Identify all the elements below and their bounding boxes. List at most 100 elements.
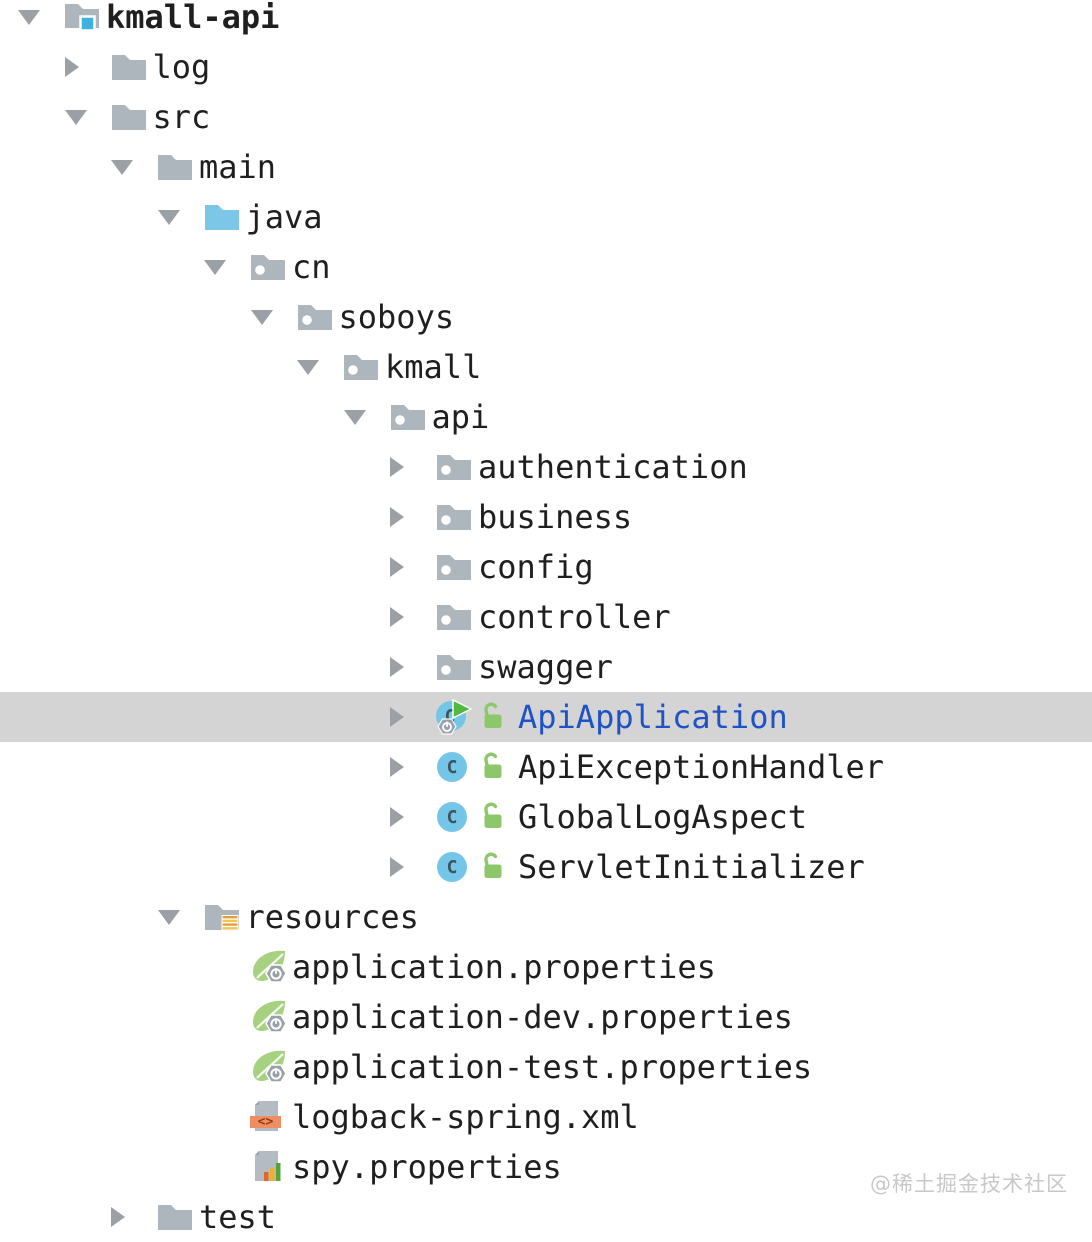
tree-item-label: spy.properties bbox=[292, 1148, 562, 1186]
tree-item-label: ServletInitializer bbox=[518, 848, 865, 886]
chevron-right-icon[interactable] bbox=[390, 607, 435, 627]
tree-row-kmall[interactable]: kmall bbox=[0, 342, 1092, 392]
tree-row-test[interactable]: test bbox=[0, 1192, 1092, 1242]
chevron-right-icon[interactable] bbox=[390, 757, 435, 777]
chevron-down-icon[interactable] bbox=[18, 10, 63, 25]
tree-item-label: resources bbox=[245, 898, 419, 936]
chevron-down-icon[interactable] bbox=[158, 910, 203, 925]
boot-class-icon: C bbox=[435, 698, 478, 736]
package-icon bbox=[435, 602, 478, 633]
chevron-right-icon[interactable] bbox=[390, 557, 435, 577]
tree-item-label: controller bbox=[478, 598, 671, 636]
tree-item-label: main bbox=[199, 148, 277, 186]
chevron-down-icon[interactable] bbox=[204, 260, 249, 275]
package-icon bbox=[389, 402, 432, 433]
tree-row-globallogaspect[interactable]: C GlobalLogAspect bbox=[0, 792, 1092, 842]
tree-row-apiexceptionhandler[interactable]: C ApiExceptionHandler bbox=[0, 742, 1092, 792]
tree-row-resources[interactable]: resources bbox=[0, 892, 1092, 942]
package-icon bbox=[435, 502, 478, 533]
spring-config-icon bbox=[249, 999, 292, 1035]
spring-config-icon bbox=[249, 1049, 292, 1085]
chevron-right-icon[interactable] bbox=[390, 457, 435, 477]
package-icon bbox=[435, 552, 478, 583]
tree-row-java[interactable]: java bbox=[0, 192, 1092, 242]
tree-row-business[interactable]: business bbox=[0, 492, 1092, 542]
tree-row-apiapplication[interactable]: C ApiApplication bbox=[0, 692, 1092, 742]
chevron-down-icon[interactable] bbox=[297, 360, 342, 375]
svg-text:C: C bbox=[447, 857, 458, 878]
tree-item-label: swagger bbox=[478, 648, 613, 686]
chevron-down-icon[interactable] bbox=[158, 210, 203, 225]
package-icon bbox=[296, 302, 339, 333]
spring-config-icon bbox=[249, 949, 292, 985]
watermark: @稀土掘金技术社区 bbox=[870, 1172, 1068, 1196]
tree-row-controller[interactable]: controller bbox=[0, 592, 1092, 642]
chevron-down-icon[interactable] bbox=[251, 310, 296, 325]
chevron-right-icon[interactable] bbox=[390, 507, 435, 527]
class-icon: C bbox=[435, 850, 478, 884]
tree-row-cn[interactable]: cn bbox=[0, 242, 1092, 292]
tree-item-label: src bbox=[152, 98, 211, 136]
package-icon bbox=[342, 352, 385, 383]
chevron-right-icon[interactable] bbox=[390, 657, 435, 677]
tree-item-label: java bbox=[245, 198, 323, 236]
tree-item-label: kmall bbox=[385, 348, 482, 386]
folder-icon bbox=[110, 102, 153, 133]
tree-item-label: test bbox=[199, 1198, 277, 1236]
svg-text:C: C bbox=[445, 706, 456, 727]
svg-text:C: C bbox=[447, 807, 458, 828]
properties-file-icon bbox=[249, 1150, 292, 1184]
chevron-down-icon[interactable] bbox=[344, 410, 389, 425]
package-icon bbox=[435, 452, 478, 483]
class-icon: C bbox=[435, 800, 478, 834]
tree-row-servletinitializer[interactable]: C ServletInitializer bbox=[0, 842, 1092, 892]
chevron-right-icon[interactable] bbox=[390, 707, 435, 727]
lock-open-icon bbox=[478, 752, 518, 782]
project-root-icon bbox=[63, 2, 106, 33]
lock-open-icon bbox=[478, 802, 518, 832]
chevron-down-icon[interactable] bbox=[111, 160, 156, 175]
lock-open-icon bbox=[478, 852, 518, 882]
svg-text:<>: <> bbox=[258, 1115, 274, 1130]
chevron-right-icon[interactable] bbox=[65, 57, 110, 77]
tree-item-label: ApiExceptionHandler bbox=[518, 748, 885, 786]
tree-row-api[interactable]: api bbox=[0, 392, 1092, 442]
tree-row-main[interactable]: main bbox=[0, 142, 1092, 192]
tree-row-authentication[interactable]: authentication bbox=[0, 442, 1092, 492]
tree-item-label: config bbox=[478, 548, 594, 586]
tree-item-label: business bbox=[478, 498, 633, 536]
tree-row-soboys[interactable]: soboys bbox=[0, 292, 1092, 342]
tree-item-label: application-dev.properties bbox=[292, 998, 793, 1036]
tree-row-config[interactable]: config bbox=[0, 542, 1092, 592]
chevron-right-icon[interactable] bbox=[111, 1207, 156, 1227]
chevron-right-icon[interactable] bbox=[390, 807, 435, 827]
xml-file-icon: <> bbox=[249, 1100, 292, 1134]
chevron-right-icon[interactable] bbox=[390, 857, 435, 877]
tree-item-label: GlobalLogAspect bbox=[518, 798, 807, 836]
tree-row-src[interactable]: src bbox=[0, 92, 1092, 142]
tree-row-logback-spring-xml[interactable]: <> logback-spring.xml bbox=[0, 1092, 1092, 1142]
package-icon bbox=[435, 652, 478, 683]
tree-item-label: cn bbox=[292, 248, 331, 286]
tree-item-label: application-test.properties bbox=[292, 1048, 813, 1086]
tree-item-label: application.properties bbox=[292, 948, 716, 986]
tree-item-label: kmall-api bbox=[106, 0, 280, 36]
tree-item-label: logback-spring.xml bbox=[292, 1098, 639, 1136]
tree-row-swagger[interactable]: swagger bbox=[0, 642, 1092, 692]
tree-row-kmall-api[interactable]: kmall-api bbox=[0, 0, 1092, 42]
tree-row-application-dev-properties[interactable]: application-dev.properties bbox=[0, 992, 1092, 1042]
package-icon bbox=[249, 252, 292, 283]
tree-item-label: api bbox=[431, 398, 490, 436]
tree-item-label: soboys bbox=[338, 298, 455, 336]
tree-row-log[interactable]: log bbox=[0, 42, 1092, 92]
tree-item-label: ApiApplication bbox=[518, 698, 788, 736]
chevron-down-icon[interactable] bbox=[65, 110, 110, 125]
folder-icon bbox=[110, 52, 153, 83]
tree-row-spy-properties[interactable]: spy.properties bbox=[0, 1142, 1092, 1192]
lock-open-icon bbox=[478, 702, 518, 732]
svg-text:C: C bbox=[447, 757, 458, 778]
tree-row-application-properties[interactable]: application.properties bbox=[0, 942, 1092, 992]
tree-row-application-test-properties[interactable]: application-test.properties bbox=[0, 1042, 1092, 1092]
folder-icon bbox=[156, 1202, 199, 1233]
